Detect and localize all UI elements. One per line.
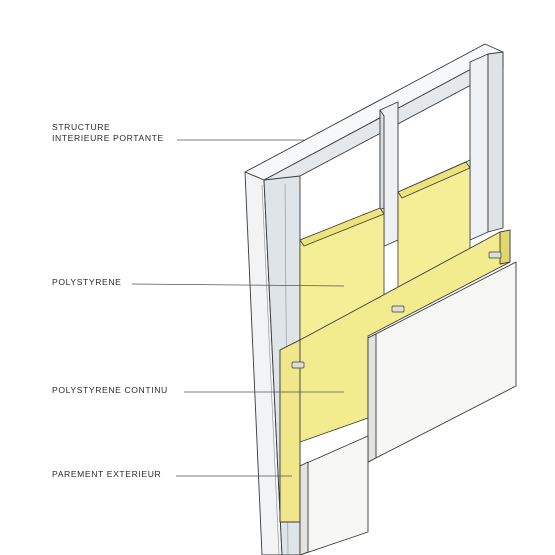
- clip-left: [291, 361, 305, 369]
- facing-panel-lower-edge: [299, 461, 309, 555]
- label-structure-line2: INTERIEURE PORTANTE: [52, 133, 164, 143]
- facing-panel-upper-edge: [367, 333, 377, 463]
- polystyrene-bay-left-top: [299, 207, 385, 247]
- left-post-front: [244, 171, 283, 555]
- label-structure: STRUCTURE INTERIEURE PORTANTE: [52, 122, 164, 144]
- leader-lines: [131, 139, 345, 477]
- clip-top-right: [488, 251, 502, 259]
- label-parement-exterieur: PAREMENT EXTERIEUR: [52, 469, 162, 479]
- structure-frame: [244, 43, 504, 555]
- right-stud-front: [469, 53, 489, 241]
- right-stud-side: [487, 51, 504, 233]
- continuous-board-edge: [499, 229, 511, 265]
- polystyrene-bay-right-top: [397, 161, 471, 199]
- exterior-facing: [299, 261, 517, 555]
- clip-middle: [391, 305, 405, 313]
- leader-polystyrene: [131, 283, 345, 287]
- label-structure-line1: STRUCTURE: [52, 122, 111, 132]
- label-polystyrene: POLYSTYRENE: [52, 277, 122, 287]
- fastener-clips: [291, 251, 502, 369]
- top-plate-top: [244, 43, 504, 181]
- facing-panel-lower: [299, 435, 369, 555]
- label-polystyrene-continu: POLYSTYRENE CONTINU: [52, 385, 168, 395]
